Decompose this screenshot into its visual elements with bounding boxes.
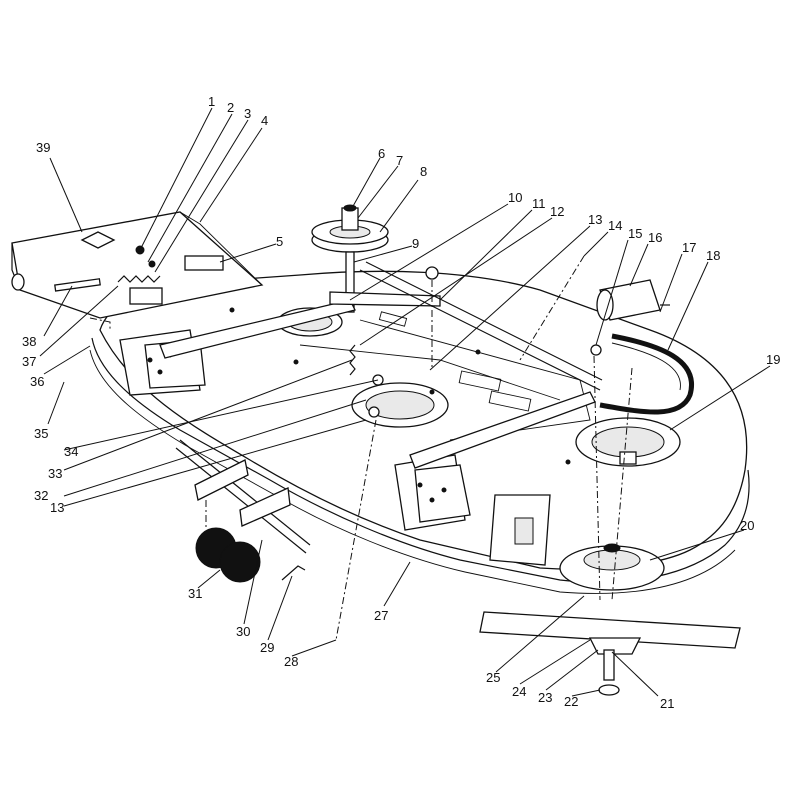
spindle-cylinder <box>596 279 670 321</box>
callout-9: 9 <box>412 236 419 251</box>
callout-37: 37 <box>22 354 36 369</box>
callout-36: 36 <box>30 374 44 389</box>
callout-32: 32 <box>34 488 48 503</box>
callout-35: 35 <box>34 426 48 441</box>
callout-23: 23 <box>538 690 552 705</box>
callout-25: 25 <box>486 670 500 685</box>
callout-28: 28 <box>284 654 298 669</box>
callout-31: 31 <box>188 586 202 601</box>
callout-5: 5 <box>276 234 283 249</box>
callout-34: 34 <box>64 444 78 459</box>
callout-22: 22 <box>564 694 578 709</box>
callout-16: 16 <box>648 230 662 245</box>
callout-3: 3 <box>244 106 251 121</box>
callout-19: 19 <box>766 352 780 367</box>
blade-assembly <box>479 543 741 696</box>
callout-29: 29 <box>260 640 274 655</box>
callout-13-top: 13 <box>588 212 602 227</box>
gauge-wheels <box>194 459 306 583</box>
callout-13-bottom: 13 <box>50 500 64 515</box>
callout-4: 4 <box>261 113 268 128</box>
callout-24: 24 <box>512 684 526 699</box>
deck-housing <box>89 270 750 594</box>
discharge-chute <box>11 211 264 319</box>
callout-15: 15 <box>628 226 642 241</box>
callout-30: 30 <box>236 624 250 639</box>
callout-17: 17 <box>682 240 696 255</box>
callout-10: 10 <box>508 190 522 205</box>
callout-33: 33 <box>48 466 62 481</box>
callout-38: 38 <box>22 334 36 349</box>
leader-lines <box>39 107 771 697</box>
linkage-arms <box>159 261 603 554</box>
callout-2: 2 <box>227 100 234 115</box>
drive-belt <box>599 333 694 415</box>
callout-21: 21 <box>660 696 674 711</box>
alignment-lines <box>89 255 633 641</box>
callout-18: 18 <box>706 248 720 263</box>
callout-7: 7 <box>396 153 403 168</box>
springs-hardware <box>54 245 602 418</box>
callout-12: 12 <box>550 204 564 219</box>
callout-labels: 1 2 3 4 5 6 7 8 9 10 11 12 13 14 15 16 1… <box>22 94 780 711</box>
callout-11: 11 <box>532 196 546 211</box>
callout-6: 6 <box>378 146 385 161</box>
idler-pulley <box>311 204 389 313</box>
callout-1: 1 <box>208 94 215 109</box>
callout-8: 8 <box>420 164 427 179</box>
callout-20: 20 <box>740 518 754 533</box>
callout-27: 27 <box>374 608 388 623</box>
callout-14: 14 <box>608 218 622 233</box>
callout-39: 39 <box>36 140 50 155</box>
